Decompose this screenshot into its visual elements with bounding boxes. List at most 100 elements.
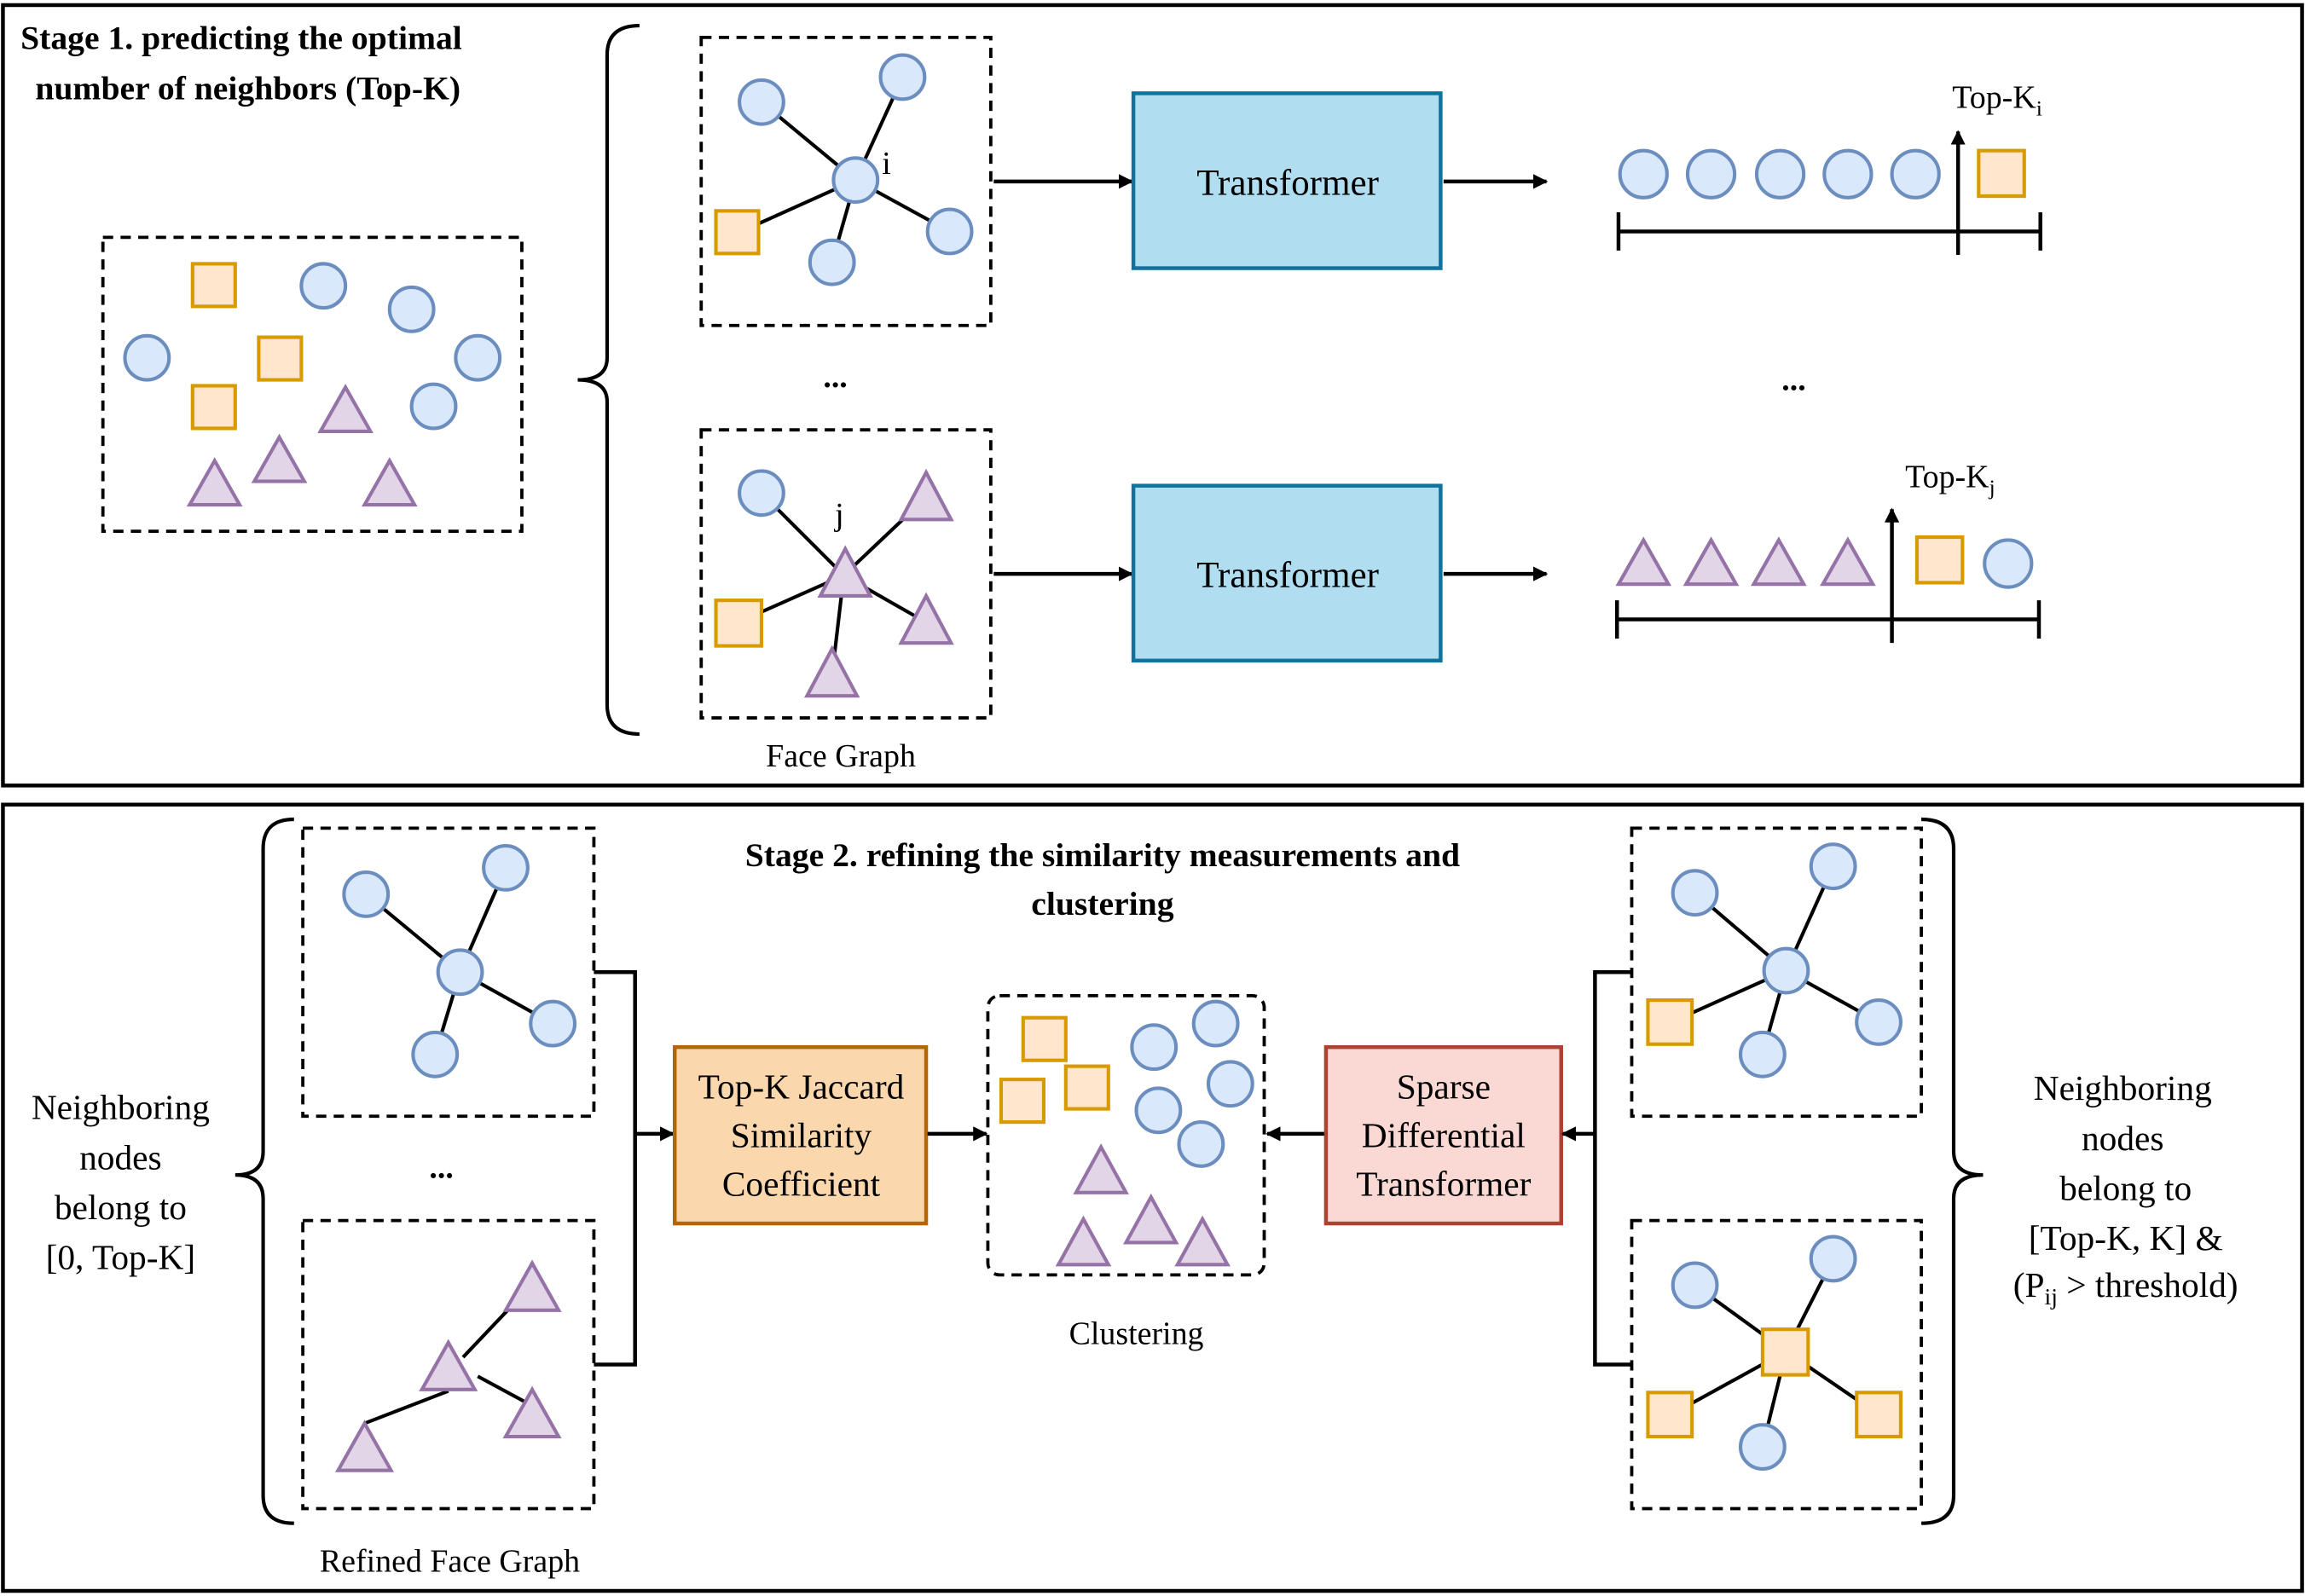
stage1-title-line2: number of neighbors (Top-K) <box>35 69 460 107</box>
stage2-title-line1: Stage 2. refining the similarity measure… <box>745 836 1460 874</box>
center-node-j <box>817 545 873 598</box>
circle-node <box>1130 1023 1179 1072</box>
svg-text:Differential: Differential <box>1362 1115 1526 1154</box>
circle-node <box>123 333 171 382</box>
face-graph-j: j <box>699 428 993 720</box>
circle-node <box>411 1030 460 1078</box>
triangle-node <box>502 1259 562 1312</box>
triangle-node <box>898 592 954 645</box>
circle-node <box>1177 1120 1225 1168</box>
left-brace <box>235 817 294 1525</box>
stage2-panel: Stage 2. refining the similarity measure… <box>1 802 2304 1593</box>
ellipsis: ... <box>429 1150 453 1186</box>
topk-j-ranking: Top-Kj <box>1614 459 2041 644</box>
square-node <box>257 335 304 382</box>
circle-node <box>1738 1423 1787 1472</box>
triangle-node <box>1751 536 1807 587</box>
triangle-node <box>1174 1215 1231 1267</box>
circle-node <box>808 238 856 286</box>
connector <box>594 970 637 1367</box>
circle-node <box>1671 869 1719 917</box>
refined-caption: Refined Face Graph <box>320 1544 580 1580</box>
circle-node <box>454 333 502 382</box>
circle-node <box>1134 1086 1183 1135</box>
svg-text:nodes: nodes <box>2082 1119 2164 1158</box>
stage2-title-line2: clustering <box>1031 885 1173 922</box>
svg-text:[0, Top-K]: [0, Top-K] <box>46 1237 196 1276</box>
square-node <box>1021 1015 1068 1062</box>
center-square-node <box>1760 1327 1810 1377</box>
circle-node <box>1671 1261 1719 1310</box>
circle-node <box>1685 148 1737 200</box>
circle-node <box>1762 946 1810 995</box>
circle-node <box>738 469 785 518</box>
circle-node <box>1754 148 1806 200</box>
circle-node <box>738 78 785 126</box>
circle-node <box>409 382 458 431</box>
square-node <box>1063 1064 1110 1111</box>
circle-node <box>925 207 974 256</box>
clustering-result <box>986 993 1266 1277</box>
right-graph-top <box>1630 826 1923 1119</box>
clustering-caption: Clustering <box>1069 1316 1204 1351</box>
refined-graph-top <box>301 826 596 1119</box>
circle-node <box>1738 1030 1787 1078</box>
circle-node <box>1206 1060 1254 1108</box>
triangle-node <box>1682 536 1740 587</box>
node-label-j: j <box>833 497 844 533</box>
svg-text:[Top-K, K] &: [Top-K, K] & <box>2029 1218 2223 1258</box>
triangle-node <box>361 457 418 507</box>
triangle-node <box>251 433 308 483</box>
sparse-transformer-box: Sparse Differential Transformer <box>1323 1044 1563 1226</box>
triangle-node <box>419 1339 478 1391</box>
square-node <box>1914 535 1965 585</box>
triangle-node <box>1122 1193 1179 1245</box>
square-node <box>1646 1391 1694 1439</box>
circle-node <box>1618 148 1669 200</box>
circle-node <box>1855 998 1903 1046</box>
square-node <box>1646 998 1694 1046</box>
svg-text:belong to: belong to <box>2059 1168 2192 1207</box>
square-node <box>190 384 237 431</box>
circle-node <box>529 999 577 1048</box>
circle-node <box>1890 148 1941 200</box>
jaccard-box: Top-K Jaccard Similarity Coefficient <box>673 1044 929 1226</box>
triangle-node <box>502 1385 562 1439</box>
svg-text:Transformer: Transformer <box>1196 556 1379 596</box>
svg-text:Similarity: Similarity <box>731 1115 872 1154</box>
circle-node <box>1822 148 1874 200</box>
circle-node <box>878 53 927 101</box>
face-graph-i: i <box>699 36 993 327</box>
svg-text:Neighboring: Neighboring <box>2034 1068 2212 1107</box>
svg-text:Sparse: Sparse <box>1397 1067 1491 1107</box>
triangle-node <box>1820 536 1876 587</box>
circle-node <box>1809 1235 1857 1283</box>
circle-node <box>342 870 391 918</box>
circle-node <box>1809 842 1857 891</box>
topk-i-label: Top-Ki <box>1952 80 2042 121</box>
face-graph-caption: Face Graph <box>766 738 916 774</box>
triangle-node <box>334 1420 395 1472</box>
triangle-node <box>186 457 243 507</box>
stage1-brace <box>577 24 640 737</box>
circle-node <box>482 843 530 892</box>
svg-text:Neighboring: Neighboring <box>32 1088 210 1127</box>
square-node <box>190 262 237 309</box>
svg-text:Coefficient: Coefficient <box>722 1164 881 1203</box>
circle-node <box>436 948 484 997</box>
right-note: Neighboring nodes belong to [Top-K, K] &… <box>2013 1068 2238 1310</box>
triangle-node <box>317 383 374 433</box>
right-brace <box>1921 817 1984 1525</box>
svg-text:Top-K Jaccard: Top-K Jaccard <box>698 1067 905 1107</box>
square-node <box>999 1078 1046 1125</box>
svg-text:(Pij > threshold): (Pij > threshold) <box>2013 1265 2238 1310</box>
input-node-set <box>101 235 524 534</box>
circle-node <box>1191 999 1240 1048</box>
topk-j-label: Top-Kj <box>1905 459 1995 500</box>
stage1-title-line1: Stage 1. predicting the optimal <box>20 20 462 57</box>
square-node <box>1855 1391 1903 1439</box>
circle-node <box>387 285 436 333</box>
square-node <box>1977 148 2026 199</box>
left-note: Neighboring nodes belong to [0, Top-K] <box>32 1088 210 1277</box>
